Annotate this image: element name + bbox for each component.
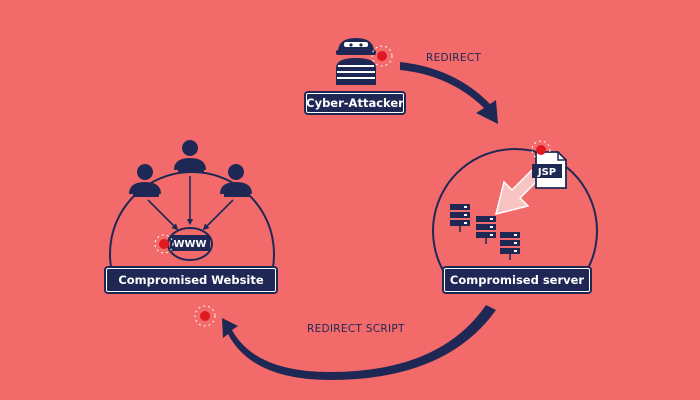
malware-burst-icon bbox=[371, 45, 393, 67]
user-connection-lines bbox=[147, 176, 234, 231]
jsp-file-icon: JSP bbox=[532, 151, 567, 189]
injection-arrow-icon bbox=[494, 168, 542, 216]
redirect-script-caption: REDIRECT SCRIPT bbox=[307, 323, 405, 335]
user-icon bbox=[174, 140, 206, 173]
server-rack-icon bbox=[500, 232, 520, 260]
malware-burst-icon bbox=[154, 234, 174, 254]
user-icon bbox=[129, 164, 161, 197]
user-icon bbox=[220, 164, 252, 197]
compromised-server-label: Compromised server bbox=[444, 268, 590, 292]
server-circle bbox=[432, 147, 598, 273]
malware-burst-icon bbox=[194, 305, 216, 327]
hacker-icon bbox=[336, 38, 376, 85]
server-rack-icon bbox=[476, 216, 496, 244]
redirect-script-arrow bbox=[222, 305, 496, 380]
globe-www-icon: WWW bbox=[167, 227, 213, 261]
server-rack-lights bbox=[464, 206, 517, 252]
www-badge: WWW bbox=[173, 239, 206, 250]
server-rack-icon bbox=[450, 204, 470, 232]
redirect-caption: REDIRECT bbox=[426, 52, 482, 64]
malware-burst-icon bbox=[531, 140, 551, 160]
compromised-website-label: Compromised Website bbox=[106, 268, 276, 292]
cyber-attacker-label: Cyber-Attacker bbox=[306, 93, 404, 113]
redirect-arrow bbox=[400, 62, 498, 124]
jsp-badge: JSP bbox=[537, 167, 556, 178]
